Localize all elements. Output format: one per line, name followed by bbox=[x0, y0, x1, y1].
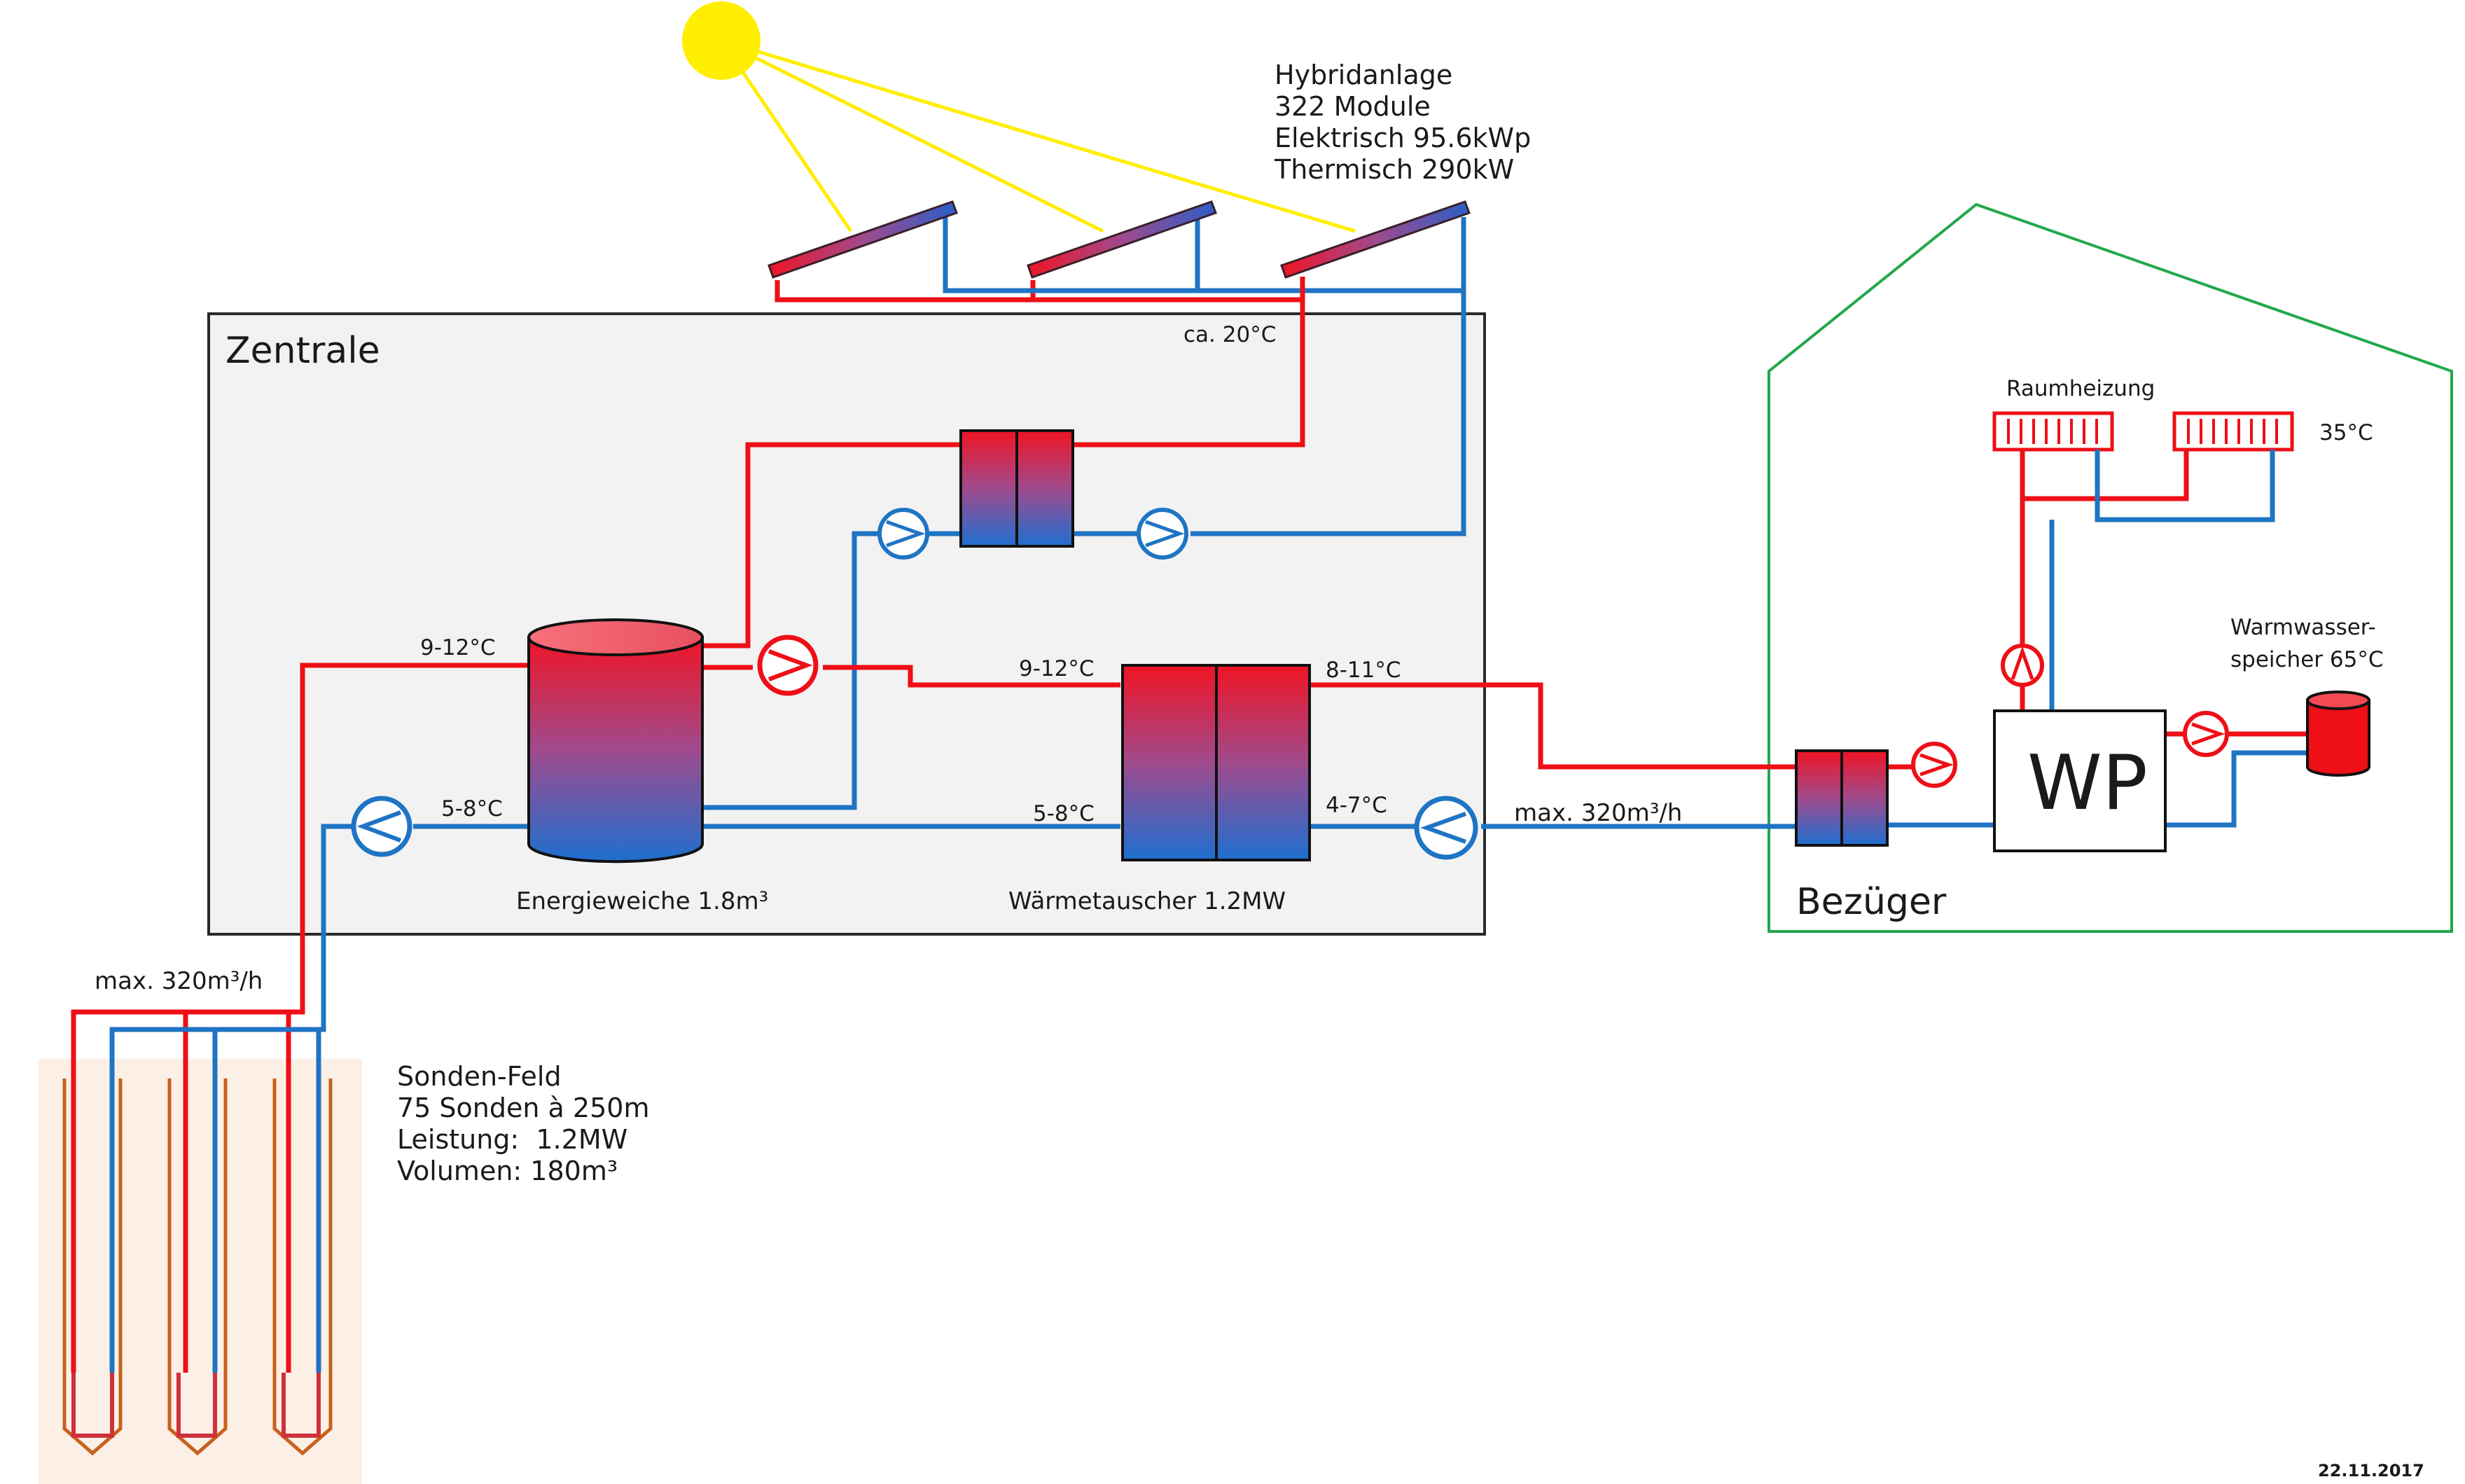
pump-icon bbox=[2001, 644, 2044, 687]
borehole-probes bbox=[62, 1079, 333, 1456]
solar-heat-exchanger bbox=[959, 429, 1074, 548]
borefield-area bbox=[39, 1059, 362, 1484]
consumer-title: Bezüger bbox=[1796, 881, 1947, 923]
dhw-blue-pipe bbox=[2165, 750, 2307, 828]
temp-tank-hot-in: 9-12°C bbox=[420, 635, 496, 660]
temp-tank-cold-out: 5-8°C bbox=[441, 796, 503, 821]
main-heat-exchanger bbox=[1121, 664, 1311, 861]
temp-hx-hot-in: 9-12°C bbox=[1019, 656, 1095, 681]
pv-thermal-panel bbox=[1280, 200, 1471, 279]
temp-hx-cold-out: 4-7°C bbox=[1326, 793, 1387, 818]
tank-label: Energieweiche 1.8m³ bbox=[516, 887, 768, 915]
solar-electric: Elektrisch 95.6kWp bbox=[1275, 123, 1531, 153]
borehole-probe bbox=[167, 1079, 228, 1456]
heating-temp: 35°C bbox=[2319, 420, 2373, 445]
heat-pump-label: WP bbox=[2027, 740, 2148, 827]
pump-icon bbox=[877, 508, 929, 560]
solar-supply-pipe bbox=[702, 280, 1305, 649]
dhw-label-line1: Warmwasser- bbox=[2230, 615, 2376, 640]
heating-label: Raumheizung bbox=[2006, 376, 2155, 401]
heating-supply-pipe bbox=[2020, 450, 2189, 728]
field-power: Leistung: 1.2MW bbox=[397, 1124, 627, 1155]
heating-return-pipe bbox=[2049, 450, 2275, 711]
field-volume: Volumen: 180m³ bbox=[397, 1156, 618, 1186]
field-probes: 75 Sonden à 250m bbox=[397, 1093, 649, 1123]
central-title: Zentrale bbox=[225, 330, 380, 372]
pump-icon bbox=[1911, 742, 1957, 788]
borehole-probe bbox=[62, 1079, 123, 1456]
network-flow: max. 320m³/h bbox=[1514, 799, 1682, 827]
consumer-building bbox=[1768, 202, 2453, 933]
field-hot-pipe bbox=[71, 663, 529, 1373]
borehole-probe bbox=[272, 1079, 333, 1456]
solar-collectors bbox=[768, 200, 1471, 279]
pv-thermal-panel bbox=[768, 200, 958, 279]
dhw-tank bbox=[2306, 691, 2370, 777]
sun-rays bbox=[719, 39, 1356, 233]
pump-icon bbox=[1137, 508, 1188, 560]
field-flow: max. 320m³/h bbox=[95, 967, 263, 995]
borehole-loops bbox=[71, 1072, 321, 1438]
solar-return-pipe bbox=[1190, 291, 1466, 536]
buffer-tank bbox=[527, 618, 704, 864]
heat-pump bbox=[1993, 709, 2167, 852]
solar-thermal: Thermisch 290kW bbox=[1274, 154, 1514, 185]
sun-icon bbox=[682, 1, 761, 80]
radiator-icon bbox=[2172, 411, 2294, 452]
date-stamp: 22.11.2017 bbox=[2318, 1461, 2424, 1480]
solar-modules: 322 Module bbox=[1275, 91, 1431, 122]
radiator-icon bbox=[1992, 411, 2114, 452]
hx-label: Wärmetauscher 1.2MW bbox=[1008, 887, 1286, 915]
pump-icon bbox=[2183, 711, 2229, 757]
temp-hx-hot-out: 8-11°C bbox=[1326, 658, 1401, 683]
pv-thermal-panel bbox=[1027, 200, 1217, 279]
temp-hx-cold-in: 5-8°C bbox=[1033, 801, 1095, 826]
pump-icon bbox=[351, 796, 412, 857]
network-hot-pipe bbox=[1310, 682, 1796, 770]
solar-collector-blue-pipe bbox=[943, 211, 1466, 293]
pump-icon bbox=[757, 634, 819, 696]
pump-icon bbox=[1414, 796, 1478, 860]
consumer-heat-exchanger bbox=[1795, 749, 1889, 847]
hot-line-to-hx bbox=[823, 665, 1120, 688]
dhw-label-line2: speicher 65°C bbox=[2230, 647, 2383, 672]
solar-title: Hybridanlage bbox=[1275, 60, 1452, 90]
solar-supply-temp: ca. 20°C bbox=[1183, 322, 1276, 347]
field-title: Sonden-Feld bbox=[397, 1061, 562, 1092]
